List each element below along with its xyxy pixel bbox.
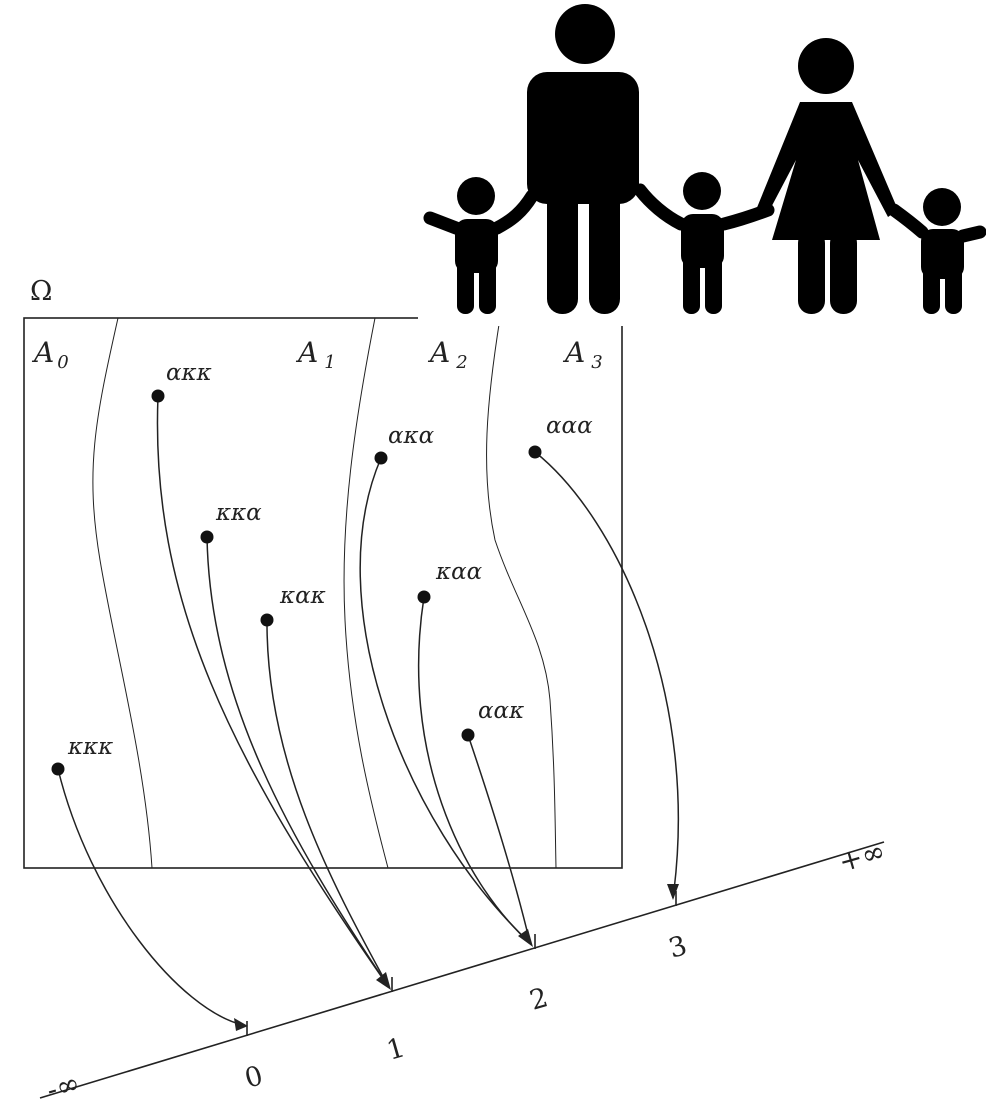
mapping-arrow (467, 734, 531, 944)
arrowhead (518, 929, 533, 947)
outcome-label: κκα (215, 500, 262, 526)
pos-infinity-label: +∞ (835, 834, 889, 879)
outcome-point (374, 451, 388, 465)
outcome-label: καα (435, 559, 483, 585)
mapping-arrow (534, 451, 680, 899)
mapping-arrow (57, 768, 244, 1026)
arrowhead (376, 972, 391, 990)
outcome-point (461, 728, 475, 742)
outcome-point (151, 389, 165, 403)
outcome-point (200, 530, 214, 544)
arrowhead (667, 884, 679, 900)
outcome-label: κκκ (67, 734, 113, 760)
partition-boundary (486, 317, 557, 869)
neg-infinity-label: -∞ (43, 1066, 84, 1107)
mapping-arrow (417, 596, 531, 944)
family-icon (418, 0, 986, 326)
outcome-label: αακ (478, 698, 524, 724)
partition-boundary (343, 317, 389, 869)
outcome-point (51, 762, 65, 776)
outcome-point (260, 613, 274, 627)
sample-space-label: Ω (30, 276, 52, 307)
outcome-label: ααα (546, 413, 593, 439)
tick-label-3: 3 (665, 930, 690, 965)
tick-label-0: 0 (241, 1060, 266, 1095)
outcome-point (417, 590, 431, 604)
tick-label-1: 1 (383, 1032, 408, 1067)
arrowhead (234, 1018, 248, 1031)
mapping-arrow (359, 457, 531, 944)
tick-label-2: 2 (526, 982, 551, 1017)
mapping-arrow (266, 619, 389, 987)
mapping-arrow (206, 536, 389, 987)
outcome-label: ακκ (166, 360, 212, 386)
mapping-arrow (156, 395, 389, 987)
outcome-point (528, 445, 542, 459)
outcome-label: κακ (279, 583, 326, 609)
partition-boundary (92, 317, 153, 869)
real-number-line (39, 841, 885, 1099)
sample-space-box (23, 317, 623, 869)
outcome-label: ακα (388, 423, 435, 449)
